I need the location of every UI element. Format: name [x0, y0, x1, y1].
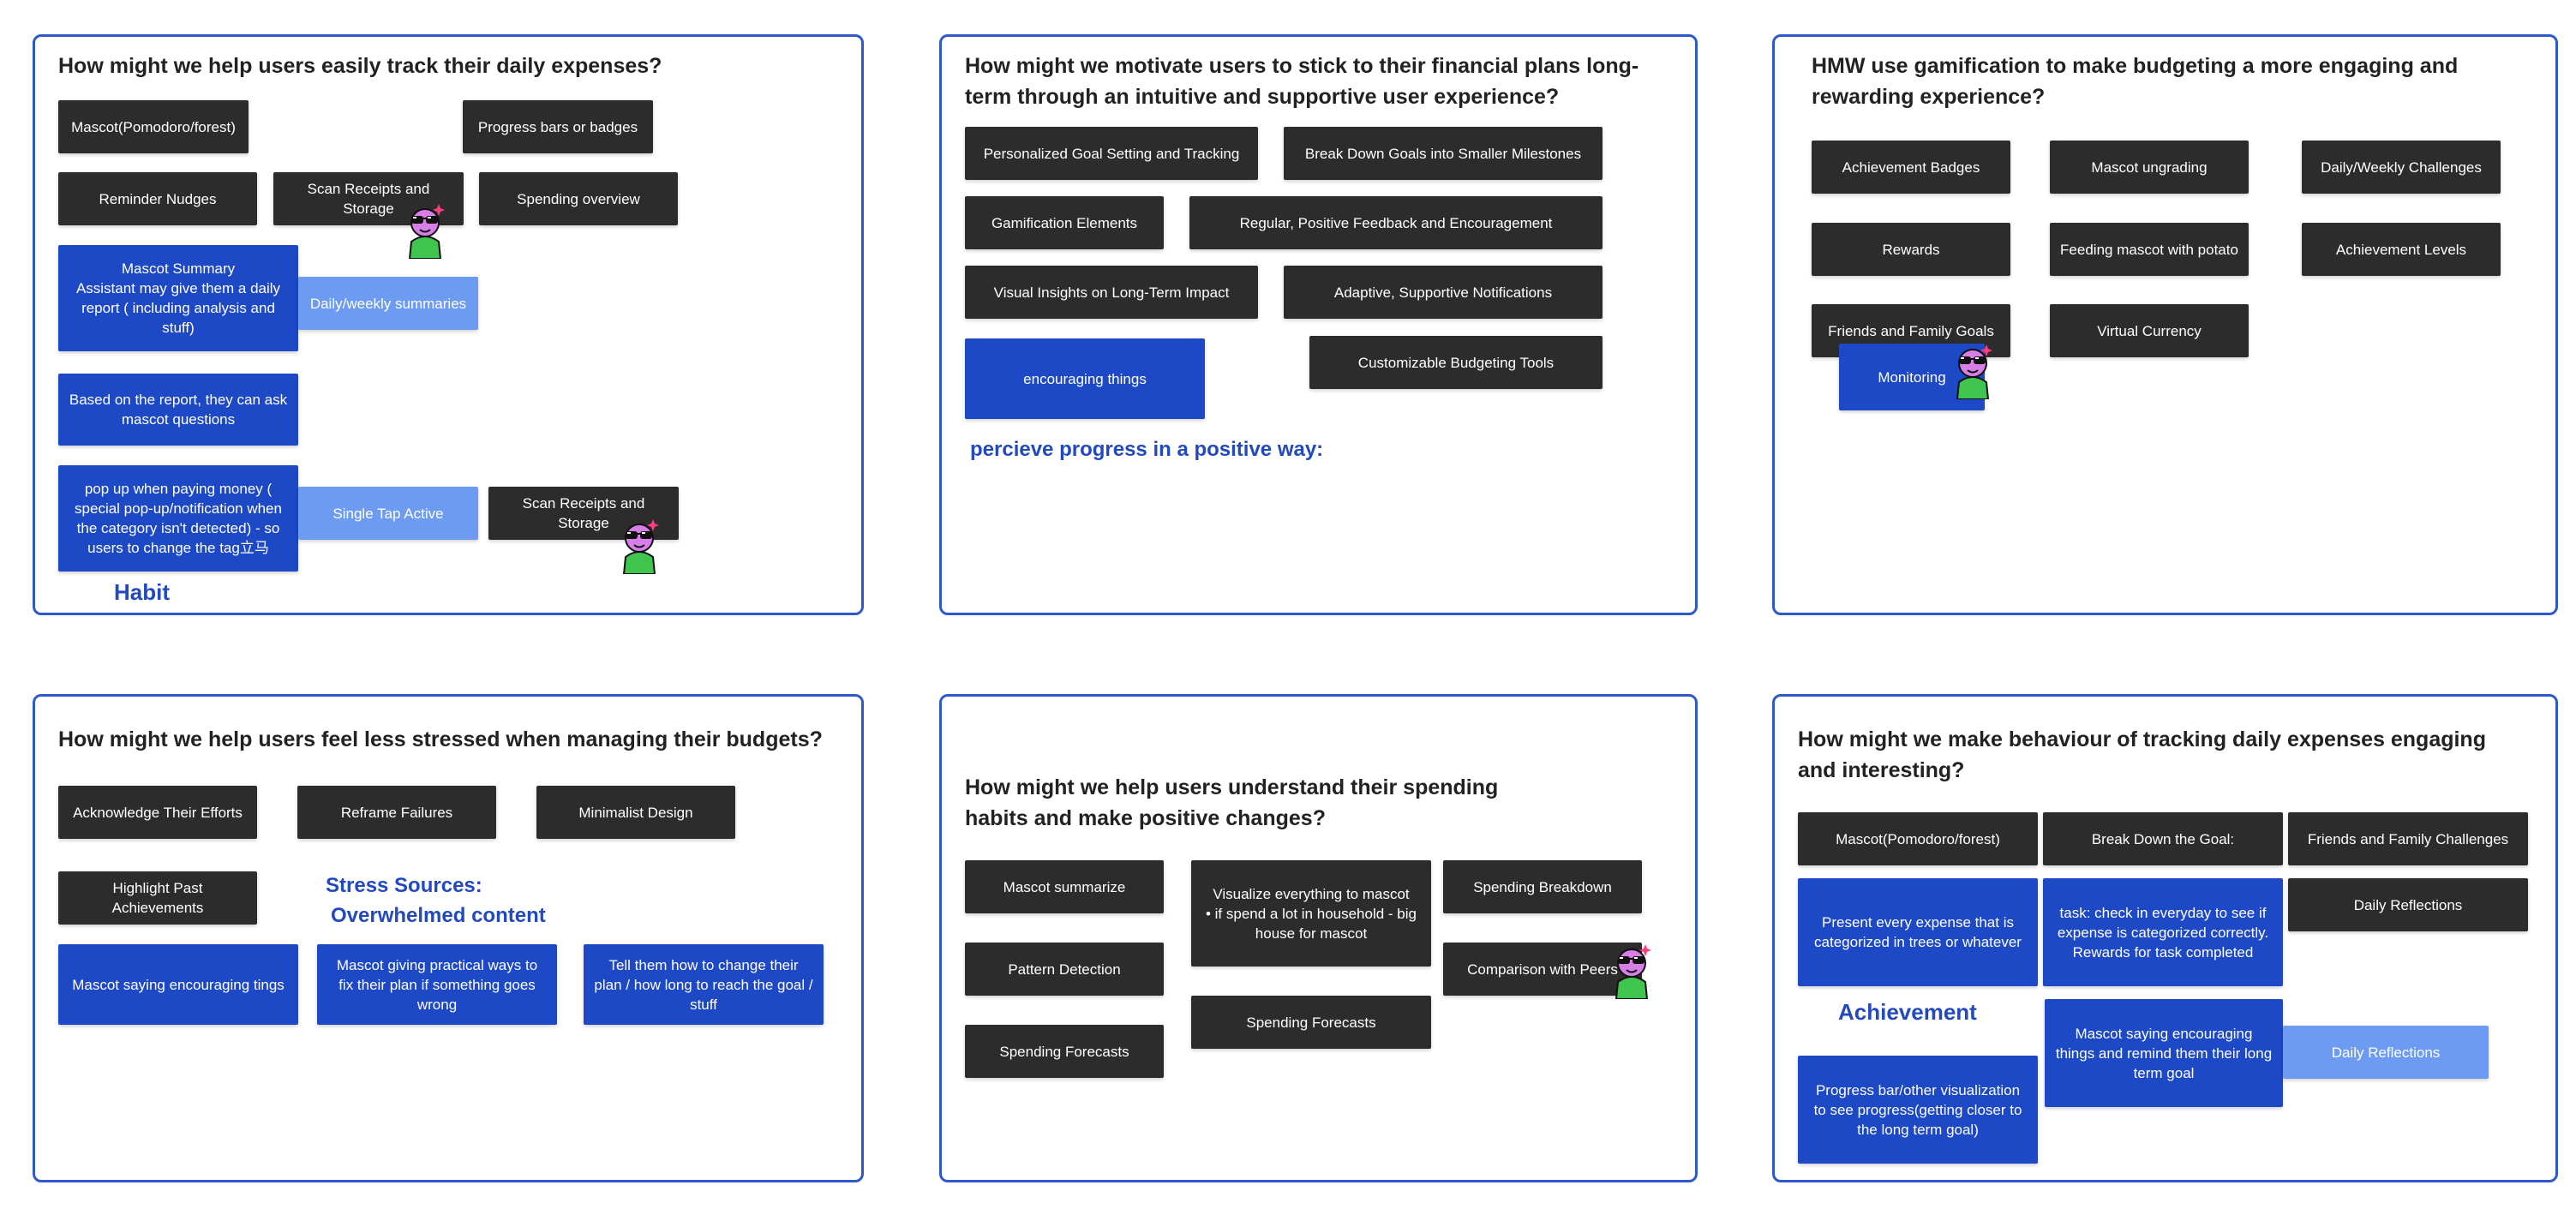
mascot-sticker-icon: [1606, 939, 1657, 999]
mascot-sticker-icon: [399, 199, 451, 259]
note-text: Visualize everything to mascot: [1213, 885, 1410, 902]
text-label: percieve progress in a positive way:: [970, 438, 1324, 461]
sticky-note[interactable]: Daily Reflections: [2283, 1026, 2489, 1079]
sticky-note[interactable]: Spending Forecasts: [965, 1025, 1164, 1078]
sticky-note[interactable]: encouraging things: [965, 338, 1205, 419]
sticky-note[interactable]: Minimalist Design: [536, 786, 735, 839]
sticky-note[interactable]: Single Tap Active: [298, 487, 478, 540]
frame-title: How might we motivate users to stick to …: [965, 54, 1639, 109]
sticky-note[interactable]: Daily/Weekly Challenges: [2302, 141, 2501, 194]
sticky-note[interactable]: Personalized Goal Setting and Tracking: [965, 127, 1258, 180]
sticky-note[interactable]: Break Down the Goal:: [2043, 812, 2283, 865]
sticky-note[interactable]: Pattern Detection: [965, 943, 1164, 996]
sticky-note[interactable]: Virtual Currency: [2050, 304, 2249, 357]
sticky-note[interactable]: Mascot summarize: [965, 860, 1164, 913]
sticky-note[interactable]: Mascot saying encouraging things and rem…: [2045, 999, 2283, 1107]
sticky-note[interactable]: Monitoring: [1839, 344, 1985, 410]
frame-title: How might we help users easily track the…: [58, 54, 662, 78]
sticky-note[interactable]: Gamification Elements: [965, 196, 1164, 249]
sticky-note[interactable]: Achievement Badges: [1812, 141, 2010, 194]
sticky-note[interactable]: Based on the report, they can ask mascot…: [58, 374, 298, 446]
sticky-note[interactable]: Spending overview: [479, 172, 678, 225]
frame-motivate-users: [939, 34, 1698, 615]
sticky-note[interactable]: Acknowledge Their Efforts: [58, 786, 257, 839]
sticky-note[interactable]: Feeding mascot with potato: [2050, 223, 2249, 276]
sticky-note[interactable]: Reframe Failures: [297, 786, 496, 839]
sticky-note[interactable]: Achievement Levels: [2302, 223, 2501, 276]
sticky-note[interactable]: Visual Insights on Long-Term Impact: [965, 266, 1258, 319]
sticky-note[interactable]: Mascot giving practical ways to fix thei…: [317, 944, 557, 1025]
sticky-note[interactable]: Scan Receipts and Storage: [273, 172, 464, 225]
sticky-note[interactable]: Highlight Past Achievements: [58, 871, 257, 925]
sticky-note[interactable]: Break Down Goals into Smaller Milestones: [1284, 127, 1603, 180]
mascot-sticker-icon: [1947, 339, 1998, 399]
sticky-note[interactable]: Reminder Nudges: [58, 172, 257, 225]
sticky-note[interactable]: Comparison with Peers: [1443, 943, 1642, 996]
sticky-note[interactable]: pop up when paying money ( special pop-u…: [58, 465, 298, 572]
text-label: Stress Sources:: [326, 874, 482, 897]
frame-title: HMW use gamification to make budgeting a…: [1812, 54, 2459, 109]
mascot-sticker-icon: [614, 514, 665, 574]
sticky-note[interactable]: Progress bar/other visualization to see …: [1798, 1056, 2038, 1164]
text-label: Achievement: [1838, 999, 1977, 1025]
frame-less-stressed: [33, 694, 864, 1182]
sticky-note[interactable]: Mascot saying encouraging tings: [58, 944, 298, 1025]
frame-title: How might we help users feel less stress…: [58, 727, 823, 751]
frame-title: How might we make behaviour of tracking …: [1798, 727, 2486, 782]
sticky-note[interactable]: Progress bars or badges: [463, 100, 653, 153]
sticky-note[interactable]: Tell them how to change their plan / how…: [584, 944, 824, 1025]
frame-title: How might we help users understand their…: [965, 775, 1499, 830]
sticky-note[interactable]: Daily/weekly summaries: [298, 277, 478, 330]
sticky-note[interactable]: Mascot(Pomodoro/forest): [58, 100, 249, 153]
sticky-note[interactable]: Visualize everything to mascot • if spen…: [1191, 860, 1431, 967]
sticky-note[interactable]: Mascot ungrading: [2050, 141, 2249, 194]
text-label: Overwhelmed content: [331, 904, 546, 927]
sticky-note[interactable]: Customizable Budgeting Tools: [1309, 336, 1603, 389]
sticky-note[interactable]: Spending Forecasts: [1191, 996, 1431, 1049]
sticky-note[interactable]: Rewards: [1812, 223, 2010, 276]
note-bullet: • if spend a lot in household - big hous…: [1205, 905, 1417, 942]
text-label: Habit: [114, 579, 170, 605]
sticky-note[interactable]: Present every expense that is categorize…: [1798, 878, 2038, 986]
sticky-note[interactable]: Mascot Summary Assistant may give them a…: [58, 245, 298, 351]
sticky-note[interactable]: Daily Reflections: [2288, 878, 2528, 931]
sticky-note[interactable]: Regular, Positive Feedback and Encourage…: [1189, 196, 1603, 249]
sticky-note[interactable]: Spending Breakdown: [1443, 860, 1642, 913]
sticky-note[interactable]: Friends and Family Challenges: [2288, 812, 2528, 865]
sticky-note[interactable]: Mascot(Pomodoro/forest): [1798, 812, 2038, 865]
sticky-note[interactable]: Adaptive, Supportive Notifications: [1284, 266, 1603, 319]
sticky-note[interactable]: task: check in everyday to see if expens…: [2043, 878, 2283, 986]
